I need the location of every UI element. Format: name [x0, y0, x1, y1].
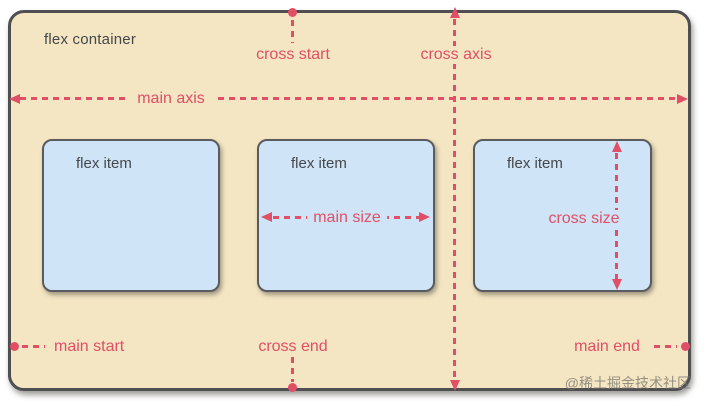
- cross-size-label: cross size: [542, 210, 626, 228]
- cross-end-label: cross end: [258, 338, 328, 355]
- watermark: @稀土掘金技术社区: [564, 375, 691, 391]
- cross-axis-label: cross axis: [411, 46, 501, 64]
- main-end-line: [654, 345, 677, 348]
- cross-start-dot: [288, 8, 297, 17]
- main-axis-label: main axis: [128, 90, 214, 108]
- cross-end-dot: [288, 383, 297, 392]
- main-start-line: [22, 345, 45, 348]
- cross-end-line: [291, 357, 294, 382]
- main-end-label: main end: [574, 338, 640, 355]
- main-start-dot: [10, 342, 19, 351]
- main-start-label: main start: [54, 338, 125, 355]
- main-end-dot: [681, 342, 690, 351]
- flex-item-3-label: flex item: [507, 155, 563, 172]
- main-size-left-arrow-icon: [261, 212, 272, 222]
- main-axis-line: [20, 97, 678, 100]
- cross-start-line: [291, 20, 294, 43]
- main-size-label: main size: [307, 209, 387, 227]
- cross-axis-down-arrow-icon: [450, 380, 460, 391]
- flex-container-label: flex container: [44, 31, 137, 48]
- cross-size-up-arrow-icon: [612, 141, 622, 152]
- cross-axis-line: [453, 19, 456, 381]
- flex-item-1: flex item: [42, 139, 220, 292]
- flex-item-1-label: flex item: [76, 155, 132, 172]
- cross-size-down-arrow-icon: [612, 279, 622, 290]
- main-axis-left-arrow-icon: [9, 94, 20, 104]
- main-axis-right-arrow-icon: [677, 94, 688, 104]
- cross-axis-up-arrow-icon: [450, 7, 460, 18]
- flex-item-2-label: flex item: [291, 155, 347, 172]
- main-size-right-arrow-icon: [419, 212, 430, 222]
- cross-start-label: cross start: [256, 46, 330, 63]
